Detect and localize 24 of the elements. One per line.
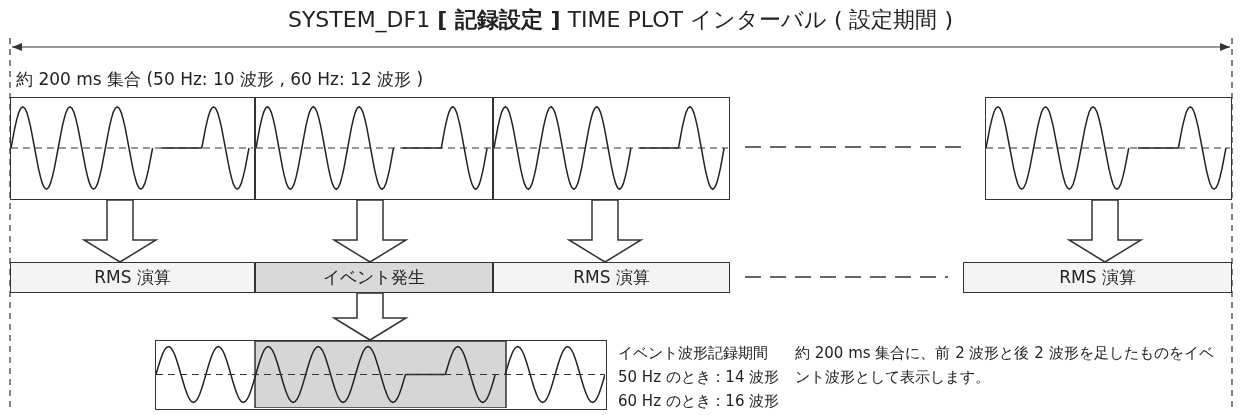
process-box (10, 262, 255, 293)
box-label: RMS 演算 (573, 266, 650, 289)
note-text: イベント波形記録期間 (618, 343, 768, 364)
note-text: 60 Hz のとき : 16 波形 (618, 391, 780, 412)
event-box (255, 262, 493, 293)
block-arrow (331, 292, 409, 341)
waveform-box (493, 97, 730, 200)
box-label: イベント発生 (323, 266, 425, 289)
block-arrow (1066, 199, 1144, 263)
title: SYSTEM_DF1 [ 記録設定 ] TIME PLOT インターバル ( 設定期間 ) (287, 7, 954, 32)
box-label: RMS 演算 (94, 266, 171, 289)
process-box (963, 262, 1232, 293)
waveform-box (985, 97, 1232, 200)
waveform-box (255, 97, 493, 200)
box-label: RMS 演算 (1059, 266, 1136, 289)
waveform-box (155, 340, 607, 410)
note-text: 約 200 ms 集合に、前 2 波形と後 2 波形を足したものをイベント波形として表示します。 (795, 343, 1215, 388)
block-arrow (566, 199, 644, 263)
note-text: 約 200 ms 集合 (50 Hz: 10 波形 , 60 Hz: 12 波形 ) (16, 68, 424, 91)
block-arrow (81, 199, 159, 263)
waveform-box (10, 97, 255, 200)
note-text: 50 Hz のとき : 14 波形 (618, 367, 780, 388)
process-box (493, 262, 730, 293)
block-arrow (331, 199, 409, 263)
